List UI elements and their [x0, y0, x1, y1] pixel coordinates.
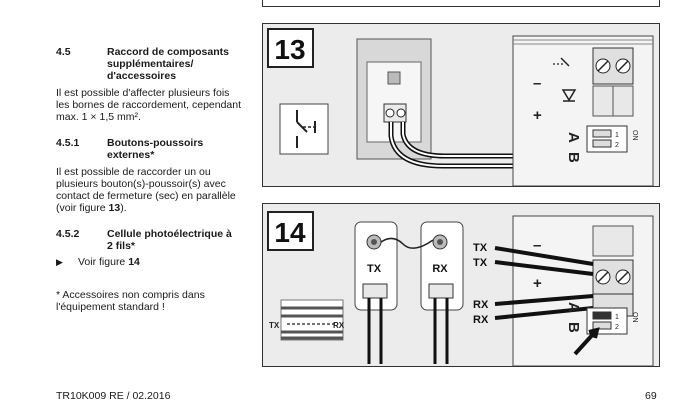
section-4-5-title-line1: Raccord de composants [107, 46, 229, 58]
terminal-rx-label-2: RX [473, 314, 489, 326]
footer-doc-ref: TR10K009 RE / 02.2016 [56, 390, 171, 402]
fig13-switch-2-label: 2 [615, 142, 619, 149]
section-4-5-number: 4.5 [56, 46, 71, 58]
figure-13-number: 13 [274, 34, 305, 65]
fig13-switch-1-label: 1 [615, 132, 619, 139]
terminal-rx-label-1: RX [473, 299, 489, 311]
fig13-minus-label: – [533, 75, 541, 92]
section-4-5-1-body-line2: plusieurs bouton(s)-poussoir(s) avec [56, 178, 226, 190]
note-line1: * Accessoires non compris dans [56, 289, 205, 301]
section-4-5-2-title-line2: 2 fils* [107, 240, 136, 252]
figure-13: 13 – + A [262, 23, 660, 187]
section-4-5-1-body-line1: Il est possible de raccorder un ou [56, 166, 211, 178]
figure-14: 14 TX RX TX RX TX TX RX RX [262, 203, 660, 367]
fig14-a-label: A [565, 302, 582, 313]
section-4-5-1-body-line3: contact de fermeture (sec) en parallèle [56, 190, 236, 202]
terminal-tx-label-1: TX [473, 242, 488, 254]
section-4-5-1-body-line4: (voir figure 13). [56, 202, 127, 214]
fig13-a-label: A [565, 132, 582, 143]
beam-tx-label: TX [269, 321, 280, 330]
tx-module-label: TX [367, 263, 382, 275]
section-4-5-title-line3: d'accessoires [107, 70, 177, 82]
figure-14-number: 14 [274, 217, 306, 248]
beam-rx-label: RX [333, 321, 345, 330]
fig13-plus-label: + [533, 107, 542, 124]
footer-page-number: 69 [645, 390, 657, 402]
figure-14-drawing: 14 TX RX TX RX TX TX RX RX [267, 211, 654, 366]
fig14-switch-1-label: 1 [615, 314, 619, 321]
see-figure-prefix: Voir figure [78, 256, 129, 268]
figure-ref-suffix: ). [120, 202, 127, 214]
rx-module-label: RX [432, 263, 448, 275]
section-4-5-2-title-line1: Cellule photoélectrique à [107, 228, 232, 240]
section-4-5-1-number: 4.5.1 [56, 137, 80, 149]
fig14-switch-2-label: 2 [615, 324, 619, 331]
section-4-5-1-title-line2: externes* [107, 149, 155, 161]
previous-figure-frame [262, 0, 660, 7]
fig14-minus-label: – [533, 237, 541, 254]
figure-ref-prefix: (voir figure [56, 202, 109, 214]
fig13-b-label: B [565, 152, 582, 163]
figure-13-drawing: 13 – + A [267, 28, 654, 186]
section-4-5-title-line2: supplémentaires/ [107, 58, 194, 70]
section-4-5-2-number: 4.5.2 [56, 228, 80, 240]
section-4-5-body-line3: max. 1 × 1,5 mm². [56, 111, 141, 123]
bullet-arrow-icon: ▶ [56, 257, 63, 267]
section-4-5-1-title-line1: Boutons-poussoirs [107, 137, 204, 149]
fig14-b-label: B [565, 322, 582, 333]
terminal-tx-label-2: TX [473, 257, 488, 269]
fig14-on-label: ON [631, 312, 638, 323]
note-line2: l'équipement standard ! [56, 301, 165, 313]
figure-13-ref[interactable]: 13 [108, 202, 121, 214]
fig13-on-label: ON [631, 130, 638, 141]
see-figure-14: Voir figure 14 [78, 256, 140, 268]
section-4-5-body-line1: Il est possible d'affecter plusieurs foi… [56, 87, 230, 99]
figure-14-ref[interactable]: 14 [128, 256, 140, 268]
section-4-5-body-line2: les bornes de raccordement, cependant [56, 99, 242, 111]
fig14-plus-label: + [533, 275, 542, 292]
